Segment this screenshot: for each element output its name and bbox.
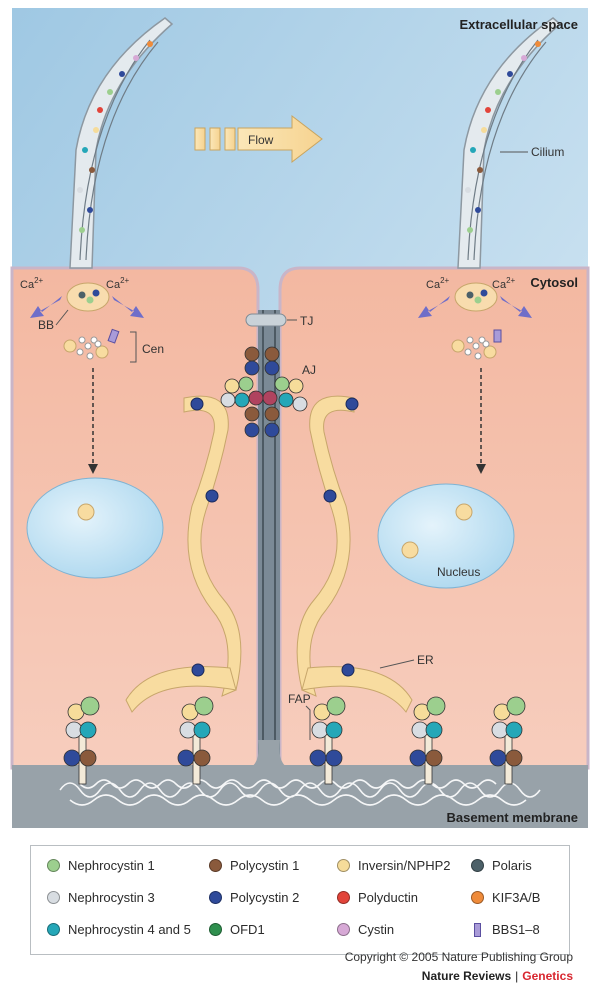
journal-name: Nature Reviews — [421, 969, 512, 983]
legend-label: Polaris — [492, 858, 532, 873]
legend-label: Nephrocystin 1 — [68, 858, 155, 873]
legend-label: OFD1 — [230, 922, 265, 937]
journal-separator: | — [515, 969, 519, 983]
basal-body-left — [66, 282, 110, 312]
ca-label-left-1: Ca2+ — [20, 276, 44, 291]
legend-label: Nephrocystin 4 and 5 — [68, 922, 191, 937]
legend-item-polaris: Polaris — [471, 858, 532, 873]
nephrocystin-4-5-swatch — [47, 923, 60, 936]
nucleus-right — [377, 483, 515, 589]
nephrocystin-1-swatch — [47, 859, 60, 872]
legend-label: BBS1–8 — [492, 922, 540, 937]
legend-label: KIF3A/B — [492, 890, 541, 905]
calcium-arrows — [30, 296, 532, 318]
legend-label: Cystin — [358, 922, 395, 937]
legend-label: Inversin/NPHP2 — [358, 858, 451, 873]
cilium-proteins — [77, 41, 541, 233]
legend-item-bbs: BBS1–8 — [471, 922, 540, 937]
legend-item-kif3ab: KIF3A/B — [471, 890, 540, 905]
legend-label: Nephrocystin 3 — [68, 890, 155, 905]
cytosol-label: Cytosol — [530, 275, 578, 290]
journal-section: Genetics — [522, 969, 573, 983]
inversin-swatch — [337, 859, 350, 872]
cilium-label: Cilium — [531, 145, 564, 159]
polycystin-2-swatch — [209, 891, 222, 904]
legend-item-ofd1: OFD1 — [209, 922, 265, 937]
kif3ab-swatch — [471, 891, 484, 904]
legend-item-nephrocystin-1: Nephrocystin 1 — [47, 858, 155, 873]
basal-body-right — [454, 282, 498, 312]
signal-arrows — [92, 368, 482, 466]
journal-credit: Nature Reviews|Genetics — [422, 969, 573, 983]
legend-item-polycystin-1: Polycystin 1 — [209, 858, 299, 873]
ca-label-right-2: Ca2+ — [492, 276, 516, 291]
centrosome-left — [63, 328, 120, 360]
copyright-line: Copyright © 2005 Nature Publishing Group — [344, 950, 573, 964]
tj-label: TJ — [300, 314, 313, 328]
cilium-right — [457, 17, 562, 269]
centrosome-right — [451, 329, 502, 360]
legend-label: Polyductin — [358, 890, 418, 905]
er-label: ER — [417, 653, 434, 667]
cilium-left — [69, 17, 174, 269]
legend-item-nephrocystin-4-5: Nephrocystin 4 and 5 — [47, 922, 191, 937]
legend-item-inversin: Inversin/NPHP2 — [337, 858, 450, 873]
polyductin-swatch — [337, 891, 350, 904]
bbs-swatch — [474, 922, 481, 937]
basement-label: Basement membrane — [447, 810, 579, 825]
nucleus-label: Nucleus — [437, 565, 480, 579]
legend-item-cystin: Cystin — [337, 922, 394, 937]
legend-item-polycystin-2: Polycystin 2 — [209, 890, 299, 905]
legend-item-polyductin: Polyductin — [337, 890, 418, 905]
flow-label: Flow — [248, 133, 274, 147]
cystin-swatch — [337, 923, 350, 936]
legend-label: Polycystin 1 — [230, 858, 300, 873]
ofd1-swatch — [209, 923, 222, 936]
nucleus-left — [26, 477, 164, 579]
adherens-junction — [220, 346, 308, 438]
ca-label-left-2: Ca2+ — [106, 276, 130, 291]
tight-junction — [245, 313, 287, 327]
aj-label: AJ — [302, 363, 316, 377]
polaris-swatch — [471, 859, 484, 872]
flow-arrow — [194, 114, 323, 164]
legend-box: Nephrocystin 1 Polycystin 1 Inversin/NPH… — [30, 845, 570, 955]
extracellular-label: Extracellular space — [459, 17, 578, 32]
bb-label: BB — [38, 318, 54, 332]
nephrocystin-3-swatch — [47, 891, 60, 904]
ca-label-right-1: Ca2+ — [426, 276, 450, 291]
polycystin-1-swatch — [209, 859, 222, 872]
focal-adhesions — [63, 696, 526, 785]
cen-label: Cen — [142, 342, 164, 356]
legend-item-nephrocystin-3: Nephrocystin 3 — [47, 890, 155, 905]
fap-label: FAP — [288, 692, 311, 706]
legend-label: Polycystin 2 — [230, 890, 300, 905]
